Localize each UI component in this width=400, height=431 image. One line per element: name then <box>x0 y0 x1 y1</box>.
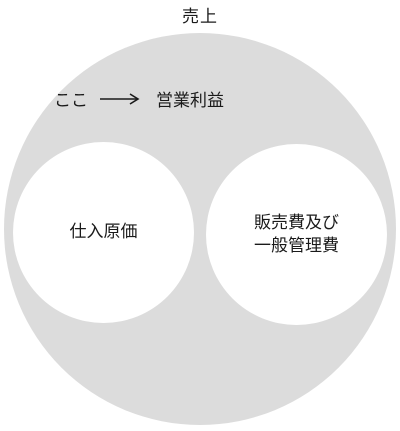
right-arrow-icon <box>100 92 140 105</box>
sga-expenses-circle: 販売費及び 一般管理費 <box>206 144 387 325</box>
diagram-title: 売上 <box>182 7 218 27</box>
cost-of-goods-circle: 仕入原価 <box>13 142 194 323</box>
operating-profit-annotation: ここ 営業利益 <box>54 86 224 111</box>
cost-of-goods-label: 仕入原価 <box>69 222 138 242</box>
pointer-text: ここ <box>54 91 88 111</box>
sga-label-line2: 一般管理費 <box>254 235 339 256</box>
operating-profit-label: 営業利益 <box>156 91 224 111</box>
sga-expenses-label: 販売費及び 一般管理費 <box>254 212 339 258</box>
sga-label-line1: 販売費及び <box>254 212 339 233</box>
